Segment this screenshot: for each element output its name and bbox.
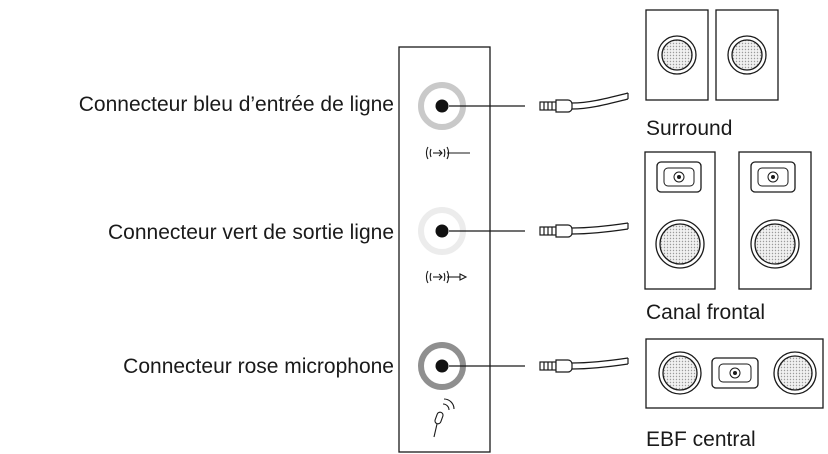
speaker-group-label-front: Canal frontal [646, 301, 766, 324]
cable-line-in [449, 92, 629, 113]
cable-line-out [449, 222, 629, 238]
connector-label-microphone: Connecteur rose microphone [123, 355, 394, 378]
connector-label-line-out: Connecteur vert de sortie ligne [108, 221, 394, 244]
connector-label-line-in: Connecteur bleu d’entrée de ligne [78, 93, 394, 116]
center-subwoofer-speaker-icon [645, 338, 824, 409]
speaker-group-label-center: EBF central [646, 428, 756, 451]
line-in-icon [425, 146, 470, 160]
cable-microphone [449, 357, 629, 373]
surround-speakers-icon [645, 9, 779, 101]
speaker-group-label-surround: Surround [646, 117, 733, 140]
front-speakers-icon [644, 151, 812, 290]
line-out-icon [425, 270, 468, 284]
microphone-icon [433, 398, 455, 438]
